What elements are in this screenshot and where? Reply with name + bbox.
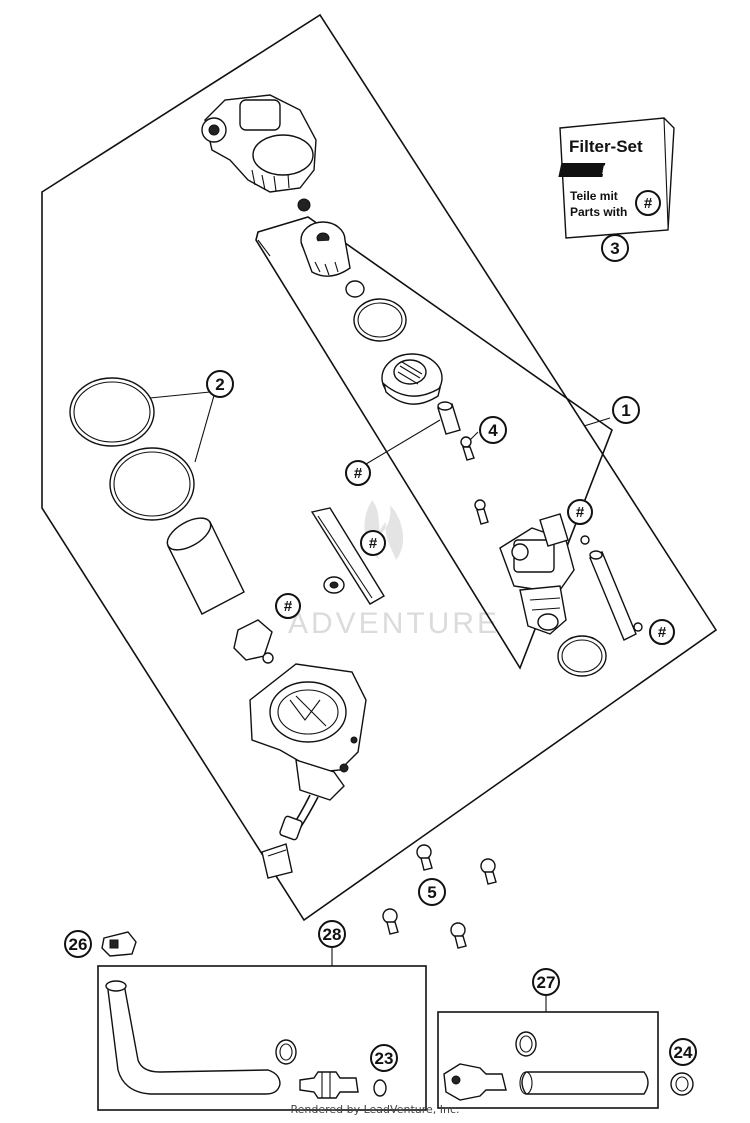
fuel-pump-motor — [499, 513, 575, 635]
svg-text:#: # — [354, 465, 363, 482]
hose-clamp — [275, 1039, 297, 1065]
wiring-harness — [261, 794, 319, 879]
sealing-rings — [69, 377, 195, 521]
svg-text:5: 5 — [427, 883, 436, 902]
filter-sleeve — [166, 517, 245, 615]
callout-26: 26 — [64, 930, 92, 958]
callout-3: 3 — [601, 234, 629, 262]
callout-5: 5 — [418, 878, 446, 906]
oring-bottom — [557, 635, 607, 677]
hose-clamp-24 — [670, 1072, 694, 1096]
hash-callout: # — [649, 619, 675, 645]
callout-2: 2 — [206, 370, 234, 398]
pump-flange-base — [249, 663, 367, 801]
hash-callout: # — [360, 530, 386, 556]
hash-callout: # — [275, 593, 301, 619]
svg-text:28: 28 — [323, 925, 342, 944]
svg-text:KTM: KTM — [602, 163, 629, 177]
fuel-tube-short — [580, 535, 643, 641]
hash-callout: # — [345, 460, 371, 486]
connector-clip — [101, 931, 137, 957]
svg-text:27: 27 — [537, 973, 556, 992]
flange-bolts — [382, 844, 497, 949]
pressure-regulator — [381, 353, 443, 405]
svg-text:#: # — [369, 535, 378, 552]
leader-lines — [149, 239, 611, 471]
footer-credit: Rendered by LeadVenture, Inc. — [290, 1103, 460, 1116]
quick-connector-kit-box — [437, 1011, 659, 1109]
fuel-filter — [300, 221, 351, 277]
small-oring-23 — [373, 1079, 387, 1097]
callout-28: 28 — [318, 920, 346, 948]
svg-text:#: # — [658, 624, 667, 641]
mounting-bracket — [233, 619, 274, 664]
sleeve-and-screw — [437, 401, 475, 461]
svg-text:26: 26 — [69, 935, 88, 954]
filter-set-line1: Teile mit — [570, 189, 618, 203]
svg-text:#: # — [284, 598, 293, 615]
svg-text:#: # — [576, 504, 585, 521]
filter-set-line2: Parts with — [570, 205, 627, 219]
hash-callout: # — [567, 499, 593, 525]
filter-set-title: Filter-Set — [569, 137, 643, 156]
callout-24: 24 — [669, 1038, 697, 1066]
fuel-hose-bent — [105, 980, 281, 1095]
callout-1: 1 — [612, 396, 640, 424]
svg-text:24: 24 — [674, 1043, 693, 1062]
hose-clamp-small — [323, 576, 345, 594]
ktm-logo: KTM — [558, 163, 629, 177]
callout-23: 23 — [370, 1044, 398, 1072]
callout-4: 4 — [479, 416, 507, 444]
hose-connector-fitting — [299, 1071, 359, 1099]
watermark-text: ADVENTURE — [288, 607, 500, 640]
oring-small — [345, 280, 365, 298]
oring-large — [353, 298, 407, 342]
callout-27: 27 — [532, 968, 560, 996]
fuel-hose-kit-box — [97, 965, 427, 1111]
fuel-deflector — [310, 507, 385, 605]
svg-text:1: 1 — [621, 401, 630, 420]
hose-clamp-27 — [515, 1031, 537, 1057]
quick-connector — [443, 1063, 507, 1101]
fuel-hose-straight — [519, 1071, 649, 1095]
motor-screw — [474, 499, 489, 525]
filter-set-mark: # — [644, 195, 653, 212]
fuel-pump-assembly-outline — [41, 13, 718, 922]
pump-housing-top — [201, 94, 317, 193]
small-oring — [297, 198, 311, 212]
svg-text:3: 3 — [610, 239, 619, 258]
filter-set-card: Filter-Set KTM Teile mit Parts with # — [558, 117, 675, 239]
svg-text:4: 4 — [488, 421, 498, 440]
svg-text:23: 23 — [375, 1049, 394, 1068]
svg-text:2: 2 — [215, 375, 224, 394]
